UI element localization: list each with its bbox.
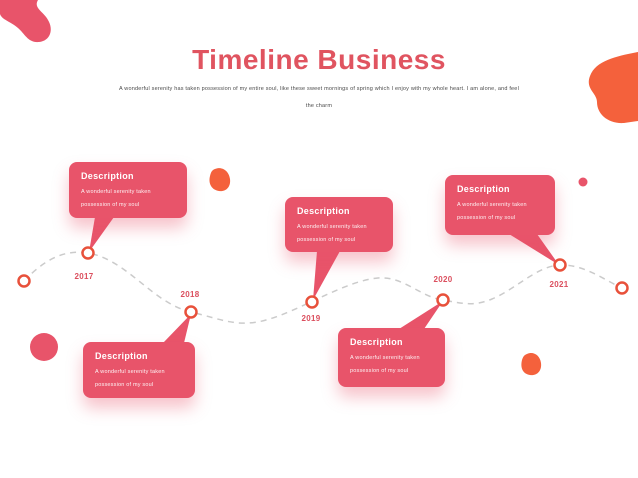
timeline-card-2017: Description A wonderful serenity taken p… <box>69 162 187 218</box>
page-subtitle: A wonderful serenity has taken possessio… <box>109 81 529 115</box>
year-label-2020: 2020 <box>433 275 453 284</box>
decor-dot-right-icon <box>578 177 588 187</box>
timeline-marker-end <box>615 281 629 295</box>
card-title: Description <box>95 351 148 361</box>
decor-blob-mid-left-icon <box>209 168 231 192</box>
card-pointer-2021 <box>509 234 559 265</box>
timeline-marker-2019 <box>305 295 319 309</box>
page-title: Timeline Business <box>192 44 446 75</box>
card-body: A wonderful serenity taken possession of… <box>81 189 151 208</box>
year-label-2018: 2018 <box>180 290 200 299</box>
year-label-2019: 2019 <box>301 314 321 323</box>
decor-circle-bottom-left-icon <box>30 333 58 361</box>
decor-blob-top-left-icon <box>0 0 51 43</box>
year-label-2021: 2021 <box>549 280 569 289</box>
timeline-marker-2018 <box>184 305 198 319</box>
timeline-marker-2017 <box>81 246 95 260</box>
card-body: A wonderful serenity taken possession of… <box>95 369 165 388</box>
decor-blob-bottom-right-icon <box>521 353 542 376</box>
card-title: Description <box>297 206 350 216</box>
card-title: Description <box>81 171 134 181</box>
card-pointer-2019 <box>313 251 340 300</box>
timeline-path <box>23 251 623 324</box>
timeline-card-2018: Description A wonderful serenity taken p… <box>83 342 195 398</box>
timeline-card-2019: Description A wonderful serenity taken p… <box>285 197 393 252</box>
card-pointer-2018 <box>163 314 191 343</box>
decor-blob-top-right-icon <box>588 52 638 124</box>
card-title: Description <box>457 184 510 194</box>
card-body: A wonderful serenity taken possession of… <box>457 202 527 221</box>
page-subtitle-line-1: A wonderful serenity has taken possessio… <box>118 86 519 92</box>
timeline-marker-2021 <box>553 258 567 272</box>
timeline-marker-2020 <box>436 293 450 307</box>
timeline-marker-start <box>17 274 31 288</box>
timeline-card-2021: Description A wonderful serenity taken p… <box>445 175 555 235</box>
card-title: Description <box>350 337 403 347</box>
page-subtitle-line-2: the charm <box>305 103 333 109</box>
year-label-2017: 2017 <box>74 272 94 281</box>
card-pointer-2020 <box>399 301 443 329</box>
card-pointer-2017 <box>89 217 114 252</box>
card-body: A wonderful serenity taken possession of… <box>297 224 367 243</box>
card-body: A wonderful serenity taken possession of… <box>350 355 420 374</box>
timeline-card-2020: Description A wonderful serenity taken p… <box>338 328 445 387</box>
